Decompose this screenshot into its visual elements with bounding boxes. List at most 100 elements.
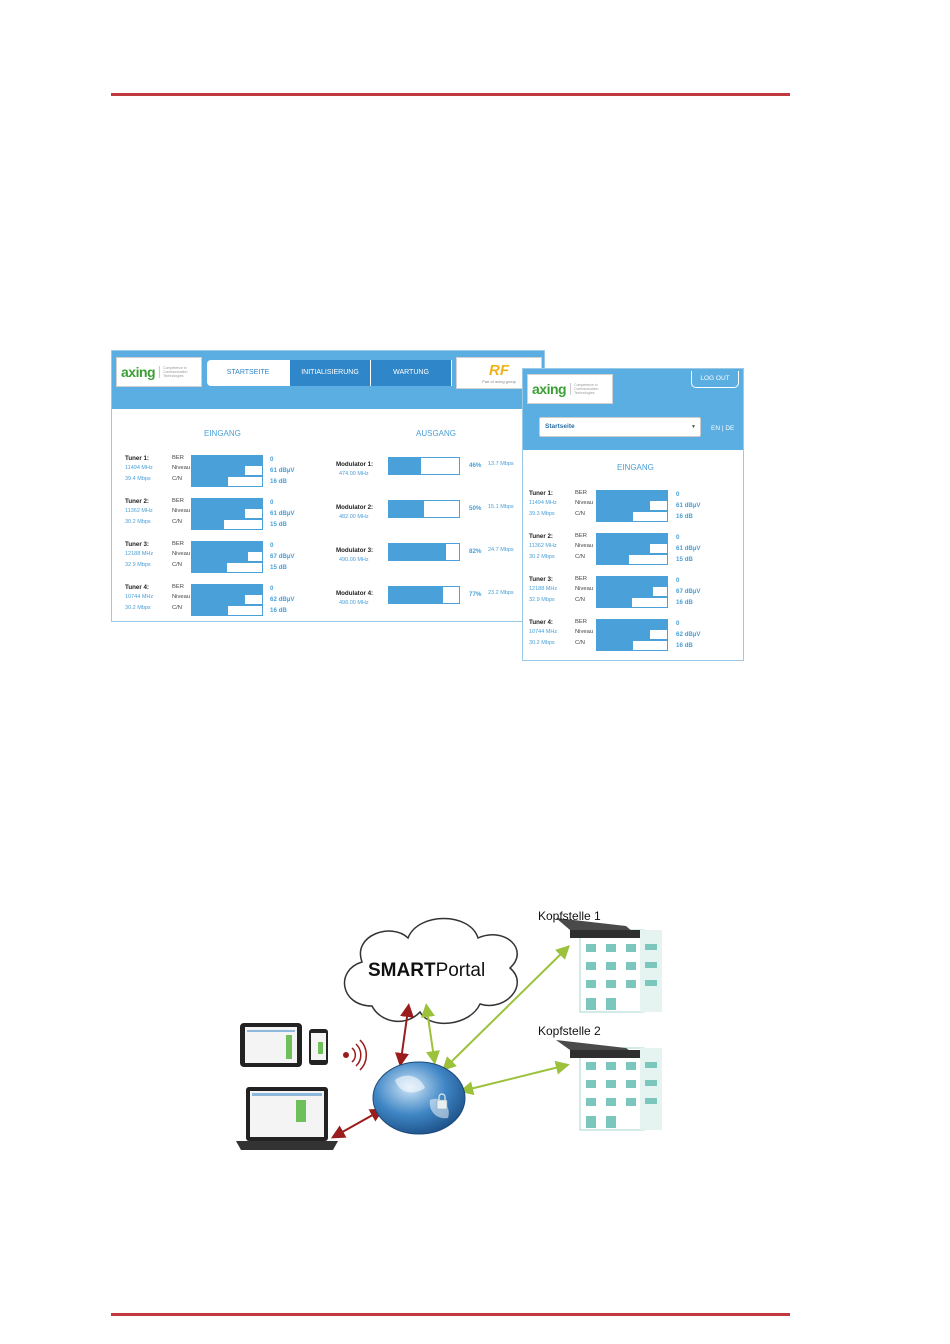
tuner-frequency: 10744 MHz: [125, 594, 154, 600]
logo-word: axing: [532, 381, 567, 397]
modulator-bitrate: 13.7 Mbps: [488, 461, 514, 467]
modulator-percent: 50%: [469, 505, 482, 512]
cn-value: 16 dB: [676, 642, 693, 649]
arrow-globe-laptop: [330, 1108, 385, 1139]
rf-mark: RF: [489, 361, 509, 379]
niveau-value: 67 dBµV: [676, 588, 701, 595]
cn-value: 15 dB: [270, 521, 287, 528]
tuner-bitrate: 39.4 Mbps: [125, 476, 151, 482]
eingang-title: EINGANG: [204, 429, 241, 438]
page-select[interactable]: Startseite ▼: [539, 417, 701, 437]
ber-label: BER: [575, 533, 587, 539]
arrow-globe-kopfstelle1: [442, 945, 570, 1071]
logo-word: axing: [121, 364, 156, 380]
kopfstelle-1-label: Kopfstelle 1: [538, 909, 601, 923]
cn-label: C/N: [575, 554, 585, 560]
niveau-bar-remainder: [248, 552, 262, 561]
niveau-label: Niveau: [172, 465, 191, 471]
tab-startseite[interactable]: STARTSEITE: [207, 360, 290, 386]
signal-bars: [191, 455, 263, 487]
tablet-device-icon: [240, 1023, 302, 1067]
modulator-bar-fill: [389, 458, 421, 474]
niveau-label: Niveau: [575, 543, 594, 549]
niveau-bar-remainder: [245, 509, 262, 518]
smartportal-bold: SMART: [368, 960, 436, 981]
cn-label: C/N: [172, 476, 182, 482]
modulator-bitrate: 15.1 Mbps: [488, 504, 514, 510]
tuner-name: Tuner 3:: [125, 541, 149, 548]
tuner-bitrate: 32.9 Mbps: [529, 597, 555, 603]
signal-bars: [191, 541, 263, 573]
internet-globe-icon: [372, 1061, 466, 1135]
modulator-frequency: 474.00 MHz: [339, 471, 369, 477]
ber-value: 0: [270, 499, 274, 506]
cn-bar-remainder: [227, 563, 262, 572]
tuner-name: Tuner 4:: [125, 584, 149, 591]
cn-label: C/N: [172, 562, 182, 568]
cn-label: C/N: [172, 605, 182, 611]
modulator-percent: 77%: [469, 591, 482, 598]
tuner-frequency: 11362 MHz: [529, 543, 557, 549]
cn-bar-remainder: [633, 641, 667, 650]
smartportal-label: SMARTPortal: [368, 960, 485, 982]
ber-label: BER: [575, 576, 587, 582]
chevron-down-icon: ▼: [691, 424, 696, 430]
niveau-bar-remainder: [650, 544, 667, 553]
ber-label: BER: [172, 455, 184, 461]
modulator-bitrate: 24.7 Mbps: [488, 547, 514, 553]
niveau-label: Niveau: [172, 551, 191, 557]
tuner-frequency: 11362 MHz: [125, 508, 153, 514]
ber-label: BER: [575, 490, 587, 496]
tuner-frequency: 12188 MHz: [529, 586, 558, 592]
language-switch[interactable]: EN | DE: [711, 425, 735, 432]
tuner-bitrate: 30.2 Mbps: [529, 554, 555, 560]
cn-value: 16 dB: [270, 478, 287, 485]
signal-bars: [191, 498, 263, 530]
niveau-bar-remainder: [245, 595, 262, 604]
ausgang-title: AUSGANG: [416, 429, 457, 438]
tab-initialisierung[interactable]: INITIALISIERUNG: [290, 360, 371, 386]
niveau-bar-remainder: [650, 501, 667, 510]
tuner-bitrate: 30.2 Mbps: [125, 605, 151, 611]
arrow-cloud-globe-green: [421, 1003, 440, 1065]
ber-value: 0: [270, 456, 274, 463]
modulator-bar: [388, 543, 460, 561]
top-rule: [111, 93, 790, 96]
arrow-globe-kopfstelle2: [459, 1060, 570, 1096]
ber-value: 0: [676, 491, 680, 498]
tab-wartung[interactable]: WARTUNG: [371, 360, 452, 386]
tuner-bitrate: 39.3 Mbps: [529, 511, 555, 517]
modulator-bar: [388, 500, 460, 518]
tuner-bitrate: 32.9 Mbps: [125, 562, 151, 568]
signal-bars: [191, 584, 263, 616]
phone-device-icon: [309, 1029, 328, 1065]
cn-bar-remainder: [629, 555, 667, 564]
niveau-label: Niveau: [575, 629, 594, 635]
modulator-name: Modulator 3:: [336, 547, 374, 554]
tuner-name: Tuner 1:: [529, 490, 553, 497]
nav-tabs: STARTSEITE INITIALISIERUNG WARTUNG: [207, 360, 452, 386]
arrow-cloud-globe-red: [395, 1003, 414, 1067]
modulator-frequency: 498.00 MHz: [339, 600, 369, 606]
modulator-bar: [388, 586, 460, 604]
modulator-bar-fill: [389, 544, 446, 560]
niveau-label: Niveau: [575, 500, 594, 506]
ber-label: BER: [172, 584, 184, 590]
modulator-name: Modulator 1:: [336, 461, 374, 468]
building-kopfstelle-1-icon: [556, 918, 662, 1013]
niveau-label: Niveau: [172, 508, 191, 514]
niveau-value: 61 dBµV: [676, 502, 701, 509]
logout-button[interactable]: LOG OUT: [691, 371, 739, 388]
tuner-bitrate: 30.2 Mbps: [529, 640, 555, 646]
page-select-value: Startseite: [545, 423, 575, 430]
tuner-name: Tuner 2:: [529, 533, 553, 540]
cn-bar-remainder: [228, 606, 262, 615]
